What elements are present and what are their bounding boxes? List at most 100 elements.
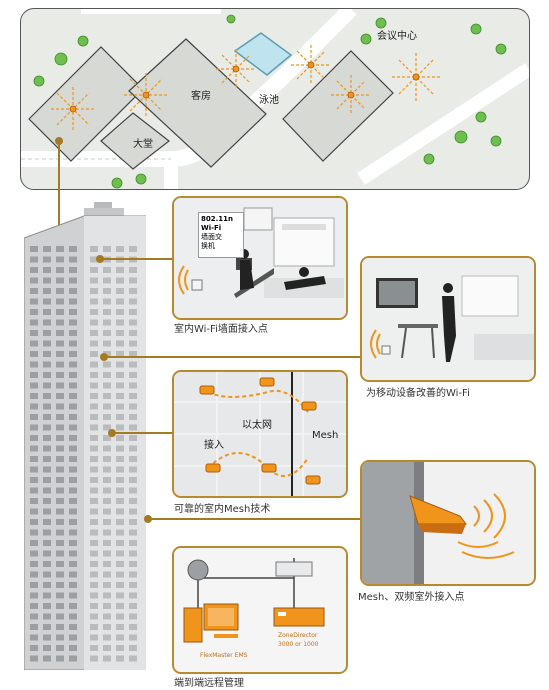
tower-window — [103, 519, 111, 525]
tower-window — [56, 288, 64, 294]
tower-window — [90, 288, 98, 294]
tower-window — [30, 540, 38, 546]
tower-window — [30, 571, 38, 578]
tower-window — [90, 645, 98, 651]
tower-window — [56, 256, 64, 263]
tower-window — [56, 540, 64, 546]
tower-window — [90, 519, 98, 525]
tower-window — [129, 361, 137, 368]
tower-window — [129, 246, 137, 252]
tower-window — [129, 603, 137, 609]
tower-window — [129, 582, 137, 588]
label-zonedirector-2: 3000 or 1000 — [278, 641, 319, 648]
campus-map: 大堂 客房 泳池 会议中心 — [20, 8, 530, 190]
tower-window — [43, 571, 51, 578]
tower-window — [90, 634, 98, 641]
tower-window — [56, 624, 64, 630]
tower-window — [116, 456, 124, 462]
tower-window — [69, 445, 77, 452]
tower-window — [116, 445, 124, 452]
tower-window — [56, 582, 64, 588]
tower-window — [90, 571, 98, 578]
tower-window — [56, 655, 64, 662]
tower-window — [30, 424, 38, 431]
label-guest-rooms: 客房 — [191, 91, 211, 102]
tower-window — [103, 309, 111, 315]
tower-window — [116, 550, 124, 557]
mesh-label-ethernet: 以太网 — [242, 420, 272, 431]
tower-window — [69, 309, 77, 315]
tower-window — [69, 256, 77, 263]
tower-window — [56, 435, 64, 441]
tower-window — [69, 319, 77, 326]
tower-window — [56, 645, 64, 651]
tower-window — [69, 288, 77, 294]
tower-window — [129, 456, 137, 462]
tower-window — [129, 540, 137, 546]
tower-window — [116, 634, 124, 641]
tower-window — [90, 498, 98, 504]
tower-window — [103, 246, 111, 252]
tower-window — [129, 613, 137, 620]
connector-map-tower — [58, 140, 60, 242]
tower-window — [90, 582, 98, 588]
tower-window — [69, 403, 77, 410]
tower-window — [69, 540, 77, 546]
tower-window — [129, 435, 137, 441]
connector-dot-mesh — [108, 429, 116, 437]
tower-window — [43, 550, 51, 557]
tower-window — [30, 340, 38, 347]
tower-window — [30, 487, 38, 494]
panel-outdoor-ap — [360, 460, 536, 586]
tower-window — [103, 655, 111, 662]
tower-window — [56, 414, 64, 420]
tower-window — [69, 592, 77, 599]
tower-window — [69, 424, 77, 431]
caption-wall-ap: 室内Wi-Fi墙面接入点 — [174, 324, 268, 335]
tower-window — [56, 372, 64, 378]
tower-window — [103, 508, 111, 515]
tower-window — [103, 487, 111, 494]
tower-window — [56, 487, 64, 494]
tower-window — [30, 655, 38, 662]
tower-window — [69, 498, 77, 504]
tower-window — [129, 498, 137, 504]
tower-window — [90, 456, 98, 462]
device-tag-line1: 802.11n — [201, 215, 233, 223]
connector-dot-mobile — [100, 353, 108, 361]
tower-window — [116, 645, 124, 651]
tower-window — [90, 540, 98, 546]
tower-window — [129, 414, 137, 420]
tower-window — [69, 550, 77, 557]
tower-window — [43, 634, 51, 641]
tower-window — [116, 435, 124, 441]
tower-window — [30, 634, 38, 641]
tower-window — [116, 330, 124, 336]
tower-window — [116, 361, 124, 368]
tower-window — [90, 445, 98, 452]
tower-window — [30, 256, 38, 263]
tower-window — [56, 466, 64, 473]
tower-window — [56, 603, 64, 609]
tower-window — [103, 288, 111, 294]
connector-outdoor — [148, 518, 362, 520]
connector-wall-ap — [100, 258, 180, 260]
tower-window — [43, 246, 51, 252]
tower-window — [56, 267, 64, 273]
tower-window — [90, 613, 98, 620]
tower-window — [129, 519, 137, 525]
tower-window — [103, 550, 111, 557]
label-conference-center: 会议中心 — [377, 31, 417, 42]
tower-window — [69, 634, 77, 641]
tower-window — [69, 571, 77, 578]
tower-window — [116, 298, 124, 305]
tower-window — [30, 267, 38, 273]
tower-window — [129, 424, 137, 431]
tower-window — [56, 330, 64, 336]
tower-window — [30, 330, 38, 336]
tower-window — [116, 603, 124, 609]
tower-window — [116, 246, 124, 252]
tower-window — [30, 351, 38, 357]
tower-window — [90, 267, 98, 273]
connector-dot-wall-ap — [96, 255, 104, 263]
